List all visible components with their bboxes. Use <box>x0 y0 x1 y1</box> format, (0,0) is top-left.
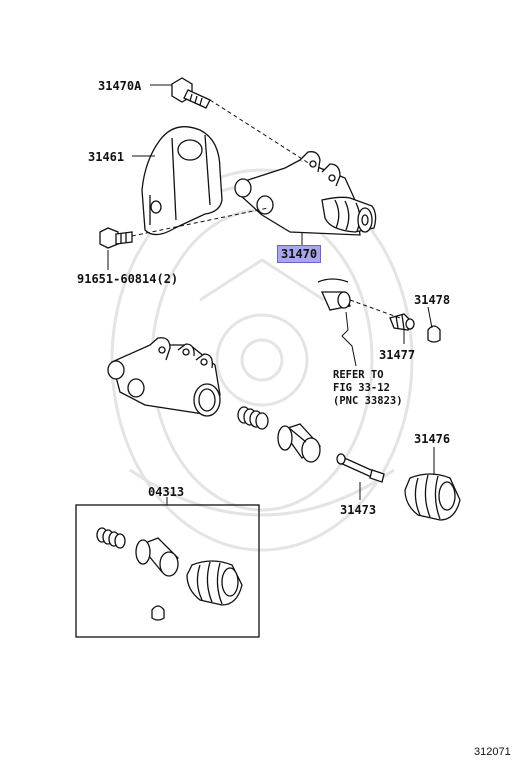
clutch-cylinder-31470 <box>234 151 377 236</box>
note-line-1: REFER TO <box>333 369 384 381</box>
label-31461: 31461 <box>88 150 125 164</box>
bolt-31470a <box>171 77 211 109</box>
bolt-91651 <box>99 227 133 249</box>
bracket-31461 <box>141 126 223 236</box>
cylinder-reference-sketch <box>317 278 351 311</box>
label-31477: 31477 <box>379 348 416 362</box>
kit-cap <box>151 605 165 621</box>
label-31476: 31476 <box>414 432 451 446</box>
label-31470a: 31470A <box>98 79 142 93</box>
note-line-2: FIG 33-12 <box>333 382 390 394</box>
label-31473: 31473 <box>340 503 377 517</box>
piston <box>277 423 321 463</box>
clutch-cylinder-body <box>107 337 221 417</box>
label-31470-highlighted: 31470 <box>277 245 322 263</box>
boot-31476 <box>404 473 461 521</box>
kit-spring <box>96 527 126 549</box>
kit-piston <box>135 537 179 577</box>
label-04313: 04313 <box>148 485 185 499</box>
refer-to-note: REFER TO FIG 33-12 (PNC 33823) <box>333 369 403 408</box>
kit-boot <box>186 560 243 606</box>
bleeder-31477 <box>389 313 415 331</box>
cap-31478 <box>427 325 441 343</box>
diagram-id: 312071 <box>474 746 511 758</box>
push-rod-31473 <box>336 453 385 483</box>
spring <box>237 406 269 430</box>
label-31478: 31478 <box>414 293 451 307</box>
note-line-3: (PNC 33823) <box>333 395 403 407</box>
label-91651-60814: 91651-60814(2) <box>77 272 179 286</box>
